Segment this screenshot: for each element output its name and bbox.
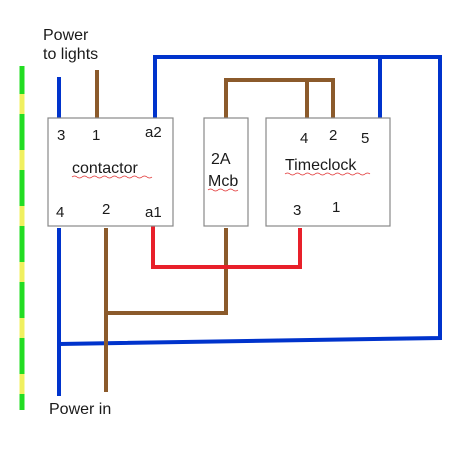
timeclock-terminal-2: 2	[329, 127, 337, 144]
timeclock-outline	[265, 117, 391, 227]
mcb-spellcheck-underline	[207, 188, 239, 192]
power-to-lights-label-line2: to lights	[43, 46, 98, 63]
timeclock-terminal-4: 4	[300, 130, 308, 147]
contactor-spellcheck-underline	[71, 175, 153, 179]
timeclock-terminal-5: 5	[361, 130, 369, 147]
contactor-outline	[47, 117, 174, 227]
timeclock-terminal-3: 3	[293, 202, 301, 219]
contactor-terminal-1: 1	[92, 127, 100, 144]
neutral-loop	[58, 55, 442, 346]
contactor-terminal-a1: a1	[145, 204, 162, 221]
mcb-label: Mcb	[208, 173, 238, 190]
timeclock-box: 4 2 5 Timeclock 3 1	[265, 117, 391, 227]
mcb-box: 2A Mcb	[203, 117, 249, 227]
mcb-to-timeclock-2	[224, 78, 335, 118]
timeclock-label: Timeclock	[285, 157, 357, 174]
live-to-mcb	[106, 228, 228, 315]
power-to-lights-label-line1: Power	[43, 27, 89, 44]
mcb-rating: 2A	[211, 151, 231, 168]
timeclock-terminal-1: 1	[332, 199, 340, 216]
contactor-terminal-3: 3	[57, 127, 65, 144]
contactor-terminal-4: 4	[56, 204, 64, 221]
mcb-outline	[203, 117, 249, 227]
neutral-wires	[57, 55, 442, 396]
contactor-label: contactor	[72, 160, 138, 177]
contactor-box: 3 1 a2 contactor 4 2 a1	[47, 117, 174, 227]
contactor-terminal-a2: a2	[145, 124, 162, 141]
timeclock-spellcheck-underline	[284, 172, 371, 176]
live-wires	[95, 70, 335, 392]
contactor-terminal-2: 2	[102, 201, 110, 218]
switched-wire	[151, 225, 302, 269]
power-in-label: Power in	[49, 401, 111, 418]
